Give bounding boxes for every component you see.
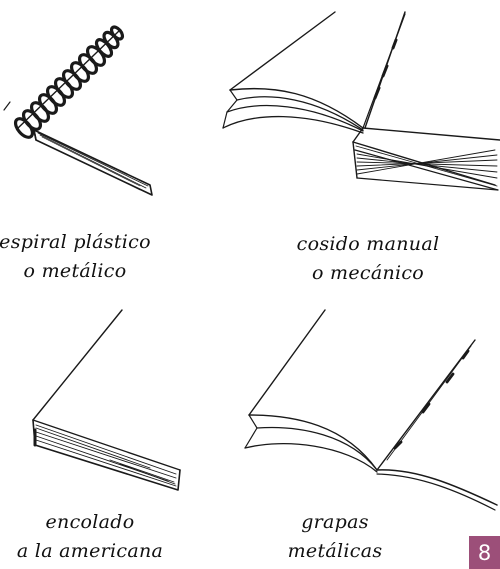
glued-binding-caption: encolado a la americana xyxy=(0,508,185,566)
sewn-binding-illustration xyxy=(215,0,500,200)
caption-line-1: grapas xyxy=(270,508,400,537)
caption-line-2: a la americana xyxy=(0,537,185,566)
caption-line-2: o mecánico xyxy=(268,259,468,288)
caption-line-2: o metálico xyxy=(0,257,170,286)
caption-line-1: cosido manual xyxy=(268,230,468,259)
glued-binding-illustration xyxy=(0,300,200,500)
page-number-badge: 8 xyxy=(469,536,500,569)
caption-line-2: metálicas xyxy=(270,537,400,566)
spiral-binding-illustration xyxy=(0,0,170,200)
staple-binding-caption: grapas metálicas xyxy=(270,508,400,566)
spiral-binding-caption: espiral plástico o metálico xyxy=(0,228,170,286)
caption-line-1: encolado xyxy=(0,508,185,537)
sewn-binding-caption: cosido manual o mecánico xyxy=(268,230,468,288)
staple-binding-illustration xyxy=(235,300,500,510)
caption-line-1: espiral plástico xyxy=(0,228,170,257)
